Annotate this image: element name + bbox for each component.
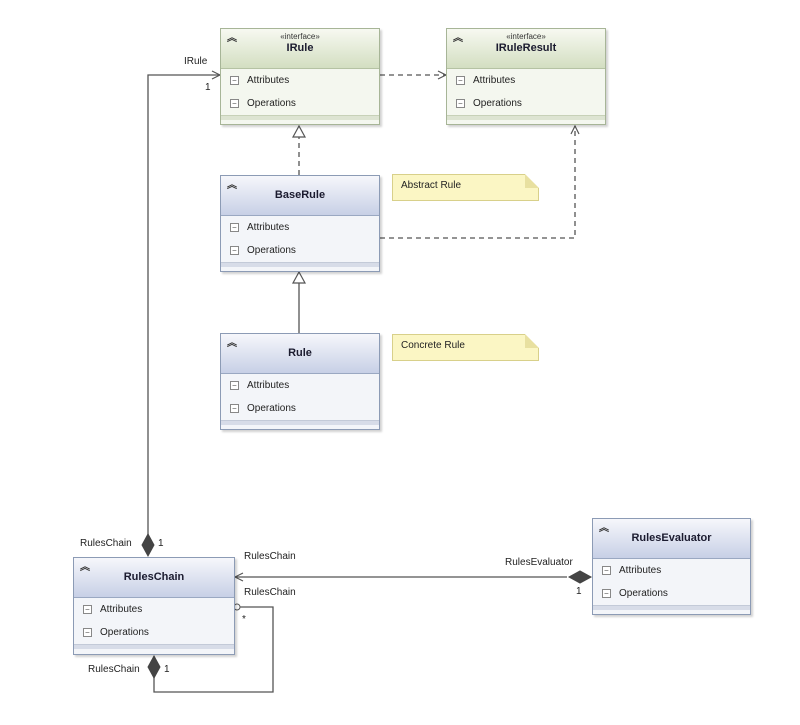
composition-diamond-ruleschain-bottom (147, 654, 161, 680)
stereotype-label: «interface» (280, 32, 320, 41)
class-rule[interactable]: ︽ Rule – Attributes – Operations (220, 333, 380, 430)
expand-toggle-icon[interactable]: – (602, 589, 611, 598)
collapse-chevron-icon[interactable]: ︽ (453, 33, 463, 44)
role-label-evaluator: RulesEvaluator (505, 557, 573, 568)
multiplicity-evaluator: 1 (576, 586, 582, 597)
compartment-operations[interactable]: – Operations (593, 582, 750, 605)
compartment-label: Attributes (619, 565, 662, 576)
note-text: Abstract Rule (401, 180, 462, 191)
class-name: RulesChain (123, 571, 185, 583)
association-ruleschain-self (153, 606, 274, 693)
expand-toggle-icon[interactable]: – (602, 566, 611, 575)
class-rulesevaluator-header[interactable]: ︽ RulesEvaluator (593, 519, 750, 559)
multiplicity-self-star: * (242, 614, 246, 625)
expand-toggle-icon[interactable]: – (83, 628, 92, 637)
class-irule-header[interactable]: ︽ «interface» IRule (221, 29, 379, 69)
note-concrete-rule[interactable]: Concrete Rule (392, 334, 539, 361)
compartment-label: Attributes (247, 222, 290, 233)
compartment-attributes[interactable]: – Attributes (593, 559, 750, 582)
class-rulesevaluator[interactable]: ︽ RulesEvaluator – Attributes – Operatio… (592, 518, 751, 615)
expand-toggle-icon[interactable]: – (230, 99, 239, 108)
compartment-label: Operations (473, 98, 522, 109)
collapse-chevron-icon[interactable]: ︽ (227, 33, 237, 44)
class-baserule-header[interactable]: ︽ BaseRule (221, 176, 379, 216)
class-irule[interactable]: ︽ «interface» IRule – Attributes – Opera… (220, 28, 380, 125)
role-label-self-bottom: RulesChain (88, 664, 140, 675)
compartment-operations[interactable]: – Operations (221, 397, 379, 420)
class-name: IRule (286, 42, 314, 54)
collapse-chevron-icon[interactable]: ︽ (599, 523, 609, 534)
class-name: RulesEvaluator (631, 532, 712, 544)
collapse-chevron-icon[interactable]: ︽ (227, 180, 237, 191)
composition-diamond-evaluator (567, 570, 593, 584)
dependency-baserule-iruleresult (380, 126, 575, 239)
compartment-operations[interactable]: – Operations (221, 92, 379, 115)
collapse-chevron-icon[interactable]: ︽ (80, 562, 90, 573)
compartment-operations[interactable]: – Operations (74, 621, 234, 644)
composition-diamond-ruleschain-top (141, 532, 155, 558)
compartment-attributes[interactable]: – Attributes (221, 69, 379, 92)
class-name: IRuleResult (495, 42, 557, 54)
class-footer (221, 262, 379, 267)
compartment-label: Operations (100, 627, 149, 638)
compartment-operations[interactable]: – Operations (221, 239, 379, 262)
class-iruleresult-header[interactable]: ︽ «interface» IRuleResult (447, 29, 605, 69)
expand-toggle-icon[interactable]: – (230, 223, 239, 232)
realization-arrowhead (291, 124, 307, 138)
class-footer (221, 420, 379, 425)
expand-toggle-icon[interactable]: – (230, 76, 239, 85)
role-label-self-top: RulesChain (244, 587, 296, 598)
compartment-label: Operations (247, 245, 296, 256)
generalization-arrowhead (291, 270, 307, 284)
compartment-label: Attributes (100, 604, 143, 615)
class-baserule[interactable]: ︽ BaseRule – Attributes – Operations (220, 175, 380, 272)
role-label-evaluator-chain: RulesChain (244, 551, 296, 562)
class-name: BaseRule (274, 189, 326, 201)
compartment-label: Attributes (473, 75, 516, 86)
note-fold-icon (525, 334, 539, 348)
expand-toggle-icon[interactable]: – (456, 99, 465, 108)
note-fold-icon (525, 174, 539, 188)
expand-toggle-icon[interactable]: – (456, 76, 465, 85)
expand-toggle-icon[interactable]: – (230, 381, 239, 390)
note-text: Concrete Rule (401, 340, 465, 351)
compartment-attributes[interactable]: – Attributes (221, 374, 379, 397)
expand-toggle-icon[interactable]: – (230, 246, 239, 255)
compartment-label: Operations (619, 588, 668, 599)
multiplicity-self-bottom: 1 (164, 664, 170, 675)
compartment-attributes[interactable]: – Attributes (447, 69, 605, 92)
class-footer (74, 644, 234, 649)
class-ruleschain[interactable]: ︽ RulesChain – Attributes – Operations (73, 557, 235, 655)
compartment-attributes[interactable]: – Attributes (221, 216, 379, 239)
compartment-label: Operations (247, 403, 296, 414)
class-footer (447, 115, 605, 120)
role-label-ruleschain-top: RulesChain (80, 538, 132, 549)
association-ruleschain-irule (147, 75, 220, 538)
multiplicity-irule: 1 (205, 82, 211, 93)
expand-toggle-icon[interactable]: – (83, 605, 92, 614)
compartment-label: Attributes (247, 380, 290, 391)
compartment-operations[interactable]: – Operations (447, 92, 605, 115)
note-abstract-rule[interactable]: Abstract Rule (392, 174, 539, 201)
class-name: Rule (288, 347, 312, 359)
class-footer (221, 115, 379, 120)
stereotype-label: «interface» (506, 32, 546, 41)
expand-toggle-icon[interactable]: – (230, 404, 239, 413)
compartment-label: Attributes (247, 75, 290, 86)
class-iruleresult[interactable]: ︽ «interface» IRuleResult – Attributes –… (446, 28, 606, 125)
class-footer (593, 605, 750, 610)
role-label-irule: IRule (184, 56, 208, 67)
collapse-chevron-icon[interactable]: ︽ (227, 338, 237, 349)
class-ruleschain-header[interactable]: ︽ RulesChain (74, 558, 234, 598)
compartment-attributes[interactable]: – Attributes (74, 598, 234, 621)
class-rule-header[interactable]: ︽ Rule (221, 334, 379, 374)
compartment-label: Operations (247, 98, 296, 109)
multiplicity-ruleschain-top: 1 (158, 538, 164, 549)
